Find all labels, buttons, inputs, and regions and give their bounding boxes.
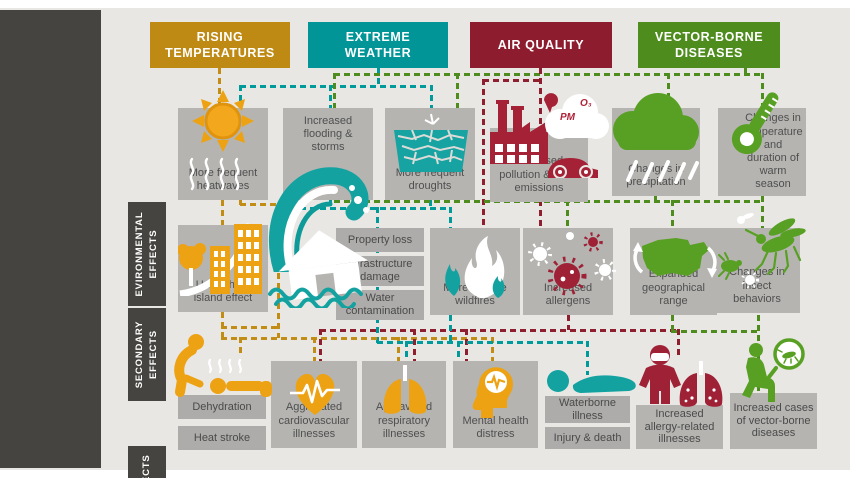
box-mental-health-distress: Mental health distress xyxy=(453,361,538,448)
connector xyxy=(221,200,224,226)
mosquito-magnifier-icon xyxy=(767,338,805,379)
connector xyxy=(539,68,542,130)
connector xyxy=(654,196,657,202)
box-allergy-related-illnesses: Increased allergy-related illnesses xyxy=(636,405,723,449)
connector xyxy=(221,337,493,340)
connector xyxy=(449,315,452,341)
connector xyxy=(482,79,485,228)
connector xyxy=(761,196,764,228)
connector xyxy=(239,337,242,355)
mental-health-head-icon xyxy=(472,367,513,418)
factory-emissions-icon xyxy=(490,93,598,178)
masked-person-icon xyxy=(639,345,681,404)
connector xyxy=(761,73,764,108)
connector xyxy=(239,200,242,205)
heart-ekg-icon xyxy=(290,373,340,415)
connector xyxy=(457,341,460,362)
connector xyxy=(313,337,316,362)
allergy-lungs-icon xyxy=(679,361,723,407)
header-air-quality: AIR QUALITY xyxy=(470,22,612,68)
header-vector-borne-diseases: VECTOR-BORNE DISEASES xyxy=(638,22,780,68)
city-buildings-icon xyxy=(178,223,262,296)
heat-waves-icon xyxy=(189,157,240,191)
connector xyxy=(456,73,459,108)
connector xyxy=(667,73,670,108)
lungs-icon xyxy=(383,365,427,414)
connector xyxy=(671,200,674,228)
row-label-secondary-effects: SECONDARY EFFECTS xyxy=(128,308,166,401)
thermometer-icon xyxy=(731,92,779,155)
row-label-environmental-effects: EVIRONMENTAL EFFECTS xyxy=(128,202,166,306)
connector xyxy=(377,341,588,344)
connector xyxy=(671,315,674,331)
box-aggravated-respiratory: Aggravated respiratory illnesses xyxy=(362,361,446,448)
rain-cloud-icon xyxy=(613,93,699,184)
connector xyxy=(240,203,279,206)
connector xyxy=(671,330,759,333)
connector xyxy=(586,341,589,375)
box-vector-borne-cases: Increased cases of vector-borne diseases xyxy=(730,393,817,449)
connector xyxy=(430,85,433,108)
connector xyxy=(567,315,570,330)
connector xyxy=(566,200,569,228)
connector xyxy=(483,79,541,82)
box-heat-stroke: Heat stroke xyxy=(178,426,266,450)
connector xyxy=(221,326,278,329)
connector xyxy=(397,337,400,362)
connector xyxy=(329,85,332,108)
allergens-icon xyxy=(528,232,616,296)
box-property-loss: Property loss xyxy=(336,228,424,252)
connector xyxy=(320,329,679,332)
connector xyxy=(333,73,336,108)
heat-exhaustion-people-icon xyxy=(174,334,272,397)
row-label-health-effects: HEALTH EFFECTS xyxy=(128,446,166,478)
connector xyxy=(677,329,680,355)
flooded-house-icon xyxy=(268,230,369,308)
connector xyxy=(221,312,224,339)
connector xyxy=(218,68,221,106)
sidebar xyxy=(0,10,101,468)
ozone-label: O₃ xyxy=(580,98,592,109)
sun-icon xyxy=(192,90,254,152)
wildfire-icon xyxy=(445,236,505,299)
connector xyxy=(377,68,380,87)
box-injury-death: Injury & death xyxy=(545,427,630,449)
connector xyxy=(429,200,432,209)
smog-cloud-icon: O₃ PM xyxy=(540,90,610,146)
box-waterborne-illness: Waterborne illness xyxy=(545,396,630,423)
connector xyxy=(465,329,468,362)
connector xyxy=(319,329,322,362)
header-extreme-weather: EXTREME WEATHER xyxy=(308,22,448,68)
connector xyxy=(449,207,452,228)
connector xyxy=(405,341,408,362)
connector xyxy=(334,73,764,76)
pm-label: PM xyxy=(560,112,575,123)
sitting-person-icon xyxy=(742,343,775,402)
box-dehydration: Dehydration xyxy=(178,395,266,419)
connector xyxy=(239,85,242,108)
lying-person-icon xyxy=(547,370,636,393)
connector xyxy=(413,329,416,362)
header-rising-temperatures: RISING TEMPERATURES xyxy=(150,22,290,68)
connector xyxy=(539,200,542,228)
connector xyxy=(491,337,494,362)
cracked-earth-icon xyxy=(394,113,468,172)
connector xyxy=(240,85,432,88)
mosquito-icon xyxy=(718,212,806,288)
connector xyxy=(300,207,451,210)
usa-map-icon xyxy=(633,238,717,278)
connector xyxy=(744,68,747,76)
